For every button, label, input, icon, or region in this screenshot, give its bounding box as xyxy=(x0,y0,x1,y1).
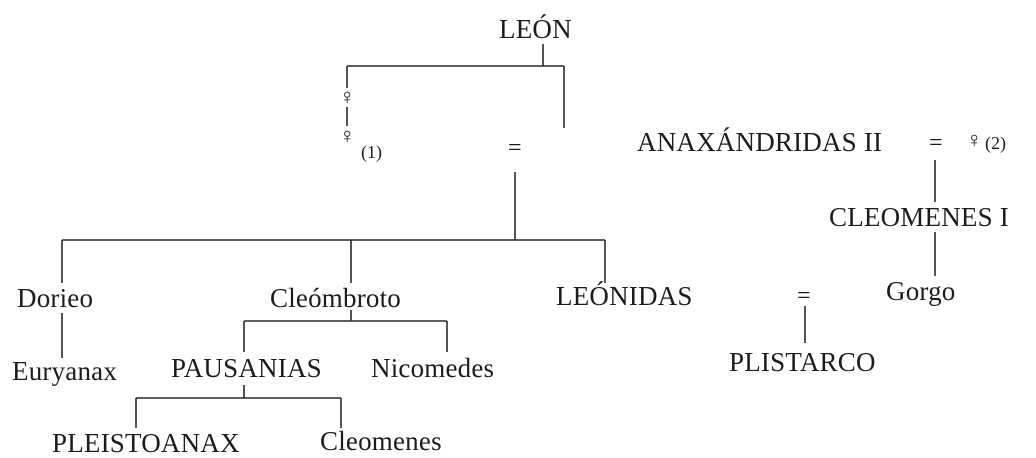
marriage-sign-3: = xyxy=(797,283,811,309)
person-euryanax: Euryanax xyxy=(12,356,118,386)
person-gorgo: Gorgo xyxy=(886,276,956,306)
marriage-sign-2: = xyxy=(929,130,943,156)
person-leon: LEÓN xyxy=(499,14,572,44)
person-pleistoanax: PLEISTOANAX xyxy=(52,428,240,458)
person-dorieo: Dorieo xyxy=(17,283,94,313)
female-symbol-c: ♀ xyxy=(966,127,983,152)
person-plistarco: PLISTARCO xyxy=(729,347,876,377)
person-nicomedes: Nicomedes xyxy=(371,353,495,383)
person-leonidas: LEÓNIDAS xyxy=(556,281,693,311)
female-symbol-b: ♀ xyxy=(339,123,356,148)
marriage-sign-1: = xyxy=(508,135,522,161)
person-cleombroto: Cleómbroto xyxy=(270,283,401,313)
person-cleomenes: Cleomenes xyxy=(320,426,442,456)
female-symbol-a: ♀ xyxy=(339,84,356,109)
person-anaxandridas: ANAXÁNDRIDAS II xyxy=(637,127,883,157)
person-pausanias: PAUSANIAS xyxy=(171,353,322,383)
marker-1: (1) xyxy=(361,142,382,162)
person-cleomenes-i: CLEOMENES I xyxy=(829,202,1009,232)
marker-2: (2) xyxy=(985,133,1006,153)
